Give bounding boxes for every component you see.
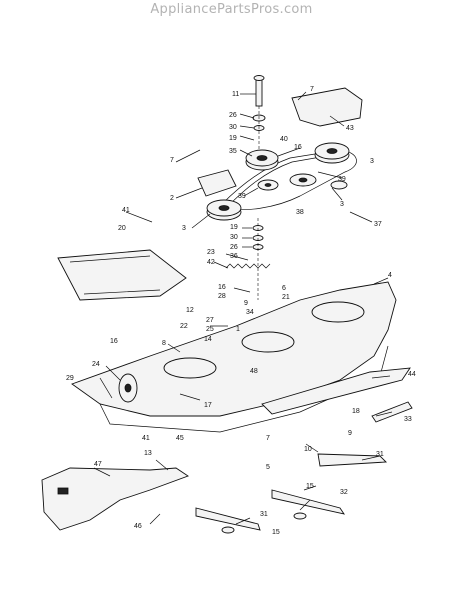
callout-39: 39	[238, 193, 246, 200]
callout-40: 40	[280, 136, 288, 143]
callout-22: 22	[180, 323, 188, 330]
gauge-wheel	[118, 373, 138, 403]
callout-30: 30	[229, 124, 237, 131]
site-watermark: AppliancePartsPros.com	[150, 2, 313, 17]
callout-36: 36	[230, 253, 238, 260]
callout-15: 15	[306, 483, 314, 490]
callout-19: 19	[230, 224, 238, 231]
callout-39: 39	[338, 176, 346, 183]
callout-28: 28	[218, 293, 226, 300]
callout-41: 41	[122, 207, 130, 214]
callout-16: 16	[218, 284, 226, 291]
pulley-center	[245, 149, 279, 171]
callout-7: 7	[310, 86, 314, 93]
callout-44: 44	[408, 371, 416, 378]
idler-spring	[225, 263, 271, 269]
callout-31: 31	[260, 511, 268, 518]
blade-housing	[311, 301, 365, 323]
callout-47: 47	[94, 461, 102, 468]
callout-1: 1	[236, 326, 240, 333]
cutting-blade	[317, 453, 388, 467]
callout-16: 16	[110, 338, 118, 345]
callout-31: 31	[376, 451, 384, 458]
callout-34: 34	[246, 309, 254, 316]
drive-belt	[221, 149, 357, 210]
pulley-idler-right	[289, 173, 317, 187]
washer	[330, 180, 348, 190]
callout-29: 29	[66, 375, 74, 382]
callout-9: 9	[348, 430, 352, 437]
callout-42: 42	[207, 259, 215, 266]
callout-3: 3	[370, 158, 374, 165]
discharge-chute	[57, 249, 187, 301]
pulley-idler	[257, 179, 279, 191]
callout-12: 12	[186, 307, 194, 314]
callout-17: 17	[204, 402, 212, 409]
callout-2: 2	[170, 195, 174, 202]
callout-13: 13	[144, 450, 152, 457]
mulch-cover	[41, 467, 189, 531]
callout-21: 21	[282, 294, 290, 301]
callout-46: 46	[134, 523, 142, 530]
bolt	[253, 75, 265, 107]
leader-lines	[93, 91, 393, 525]
blade-housing	[241, 331, 295, 353]
callout-6: 6	[282, 285, 286, 292]
callout-9: 9	[244, 300, 248, 307]
callout-27: 27	[206, 317, 214, 324]
callout-10: 10	[304, 446, 312, 453]
pulley-left	[206, 199, 242, 221]
callout-26: 26	[229, 112, 237, 119]
callout-43: 43	[346, 125, 354, 132]
blade-housing	[163, 357, 217, 379]
deck-baffle	[261, 367, 411, 415]
callout-7: 7	[266, 435, 270, 442]
callout-26: 26	[230, 244, 238, 251]
callout-38: 38	[296, 209, 304, 216]
callout-30: 30	[230, 234, 238, 241]
callout-37: 37	[374, 221, 382, 228]
cutting-blade	[195, 507, 261, 531]
callout-3: 3	[340, 201, 344, 208]
callout-7: 7	[170, 157, 174, 164]
callout-5: 5	[266, 464, 270, 471]
callout-35: 35	[229, 148, 237, 155]
callout-41: 41	[142, 435, 150, 442]
callout-labels: 11 7 26 30 19 40 43 16 35 7 3 2 39 39 38…	[66, 86, 416, 536]
callout-25: 25	[206, 326, 214, 333]
callout-4: 4	[388, 272, 392, 279]
callout-20: 20	[118, 225, 126, 232]
belt-guard	[197, 169, 237, 197]
callout-33: 33	[404, 416, 412, 423]
callout-32: 32	[340, 489, 348, 496]
callout-15: 15	[272, 529, 280, 536]
callout-3: 3	[182, 225, 186, 232]
callout-11: 11	[232, 91, 239, 98]
callout-8: 8	[162, 340, 166, 347]
idler-bracket	[291, 87, 363, 127]
callout-23: 23	[207, 249, 215, 256]
callout-14: 14	[204, 336, 212, 343]
callout-48: 48	[250, 368, 258, 375]
callout-24: 24	[92, 361, 100, 368]
callout-16: 16	[294, 144, 302, 151]
pulley-right	[314, 142, 350, 164]
callout-19: 19	[229, 135, 237, 142]
callout-45: 45	[176, 435, 184, 442]
callout-18: 18	[352, 408, 360, 415]
